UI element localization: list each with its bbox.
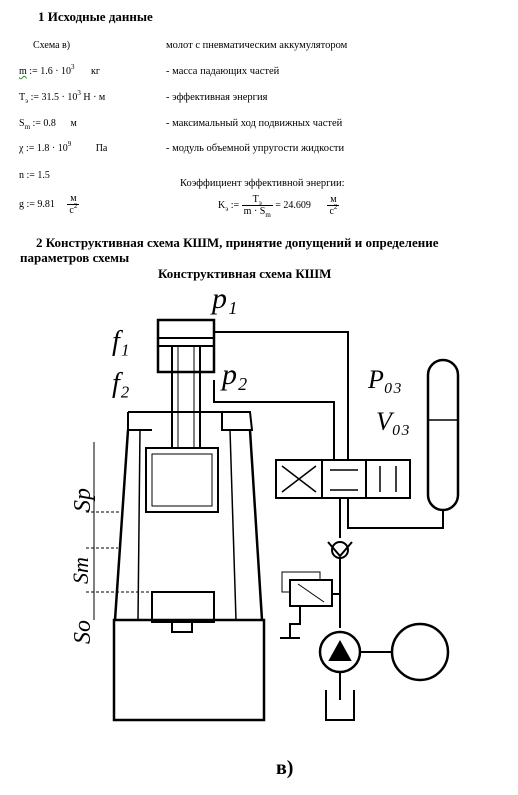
ram-inner [151, 453, 213, 507]
label-p03: P₀₃ [367, 365, 402, 394]
lower-die [151, 591, 215, 623]
anvil [112, 618, 266, 722]
label-sm: Sm [68, 557, 93, 584]
frame-inner-left [137, 429, 141, 621]
coef-result: = 24.609 [275, 199, 311, 211]
frame-top-left [127, 412, 152, 431]
motor [390, 622, 450, 682]
param-n-symbol: n [19, 170, 24, 181]
coef-unit: м c2 [327, 194, 340, 217]
param-stroke: Sm := 0.8 м [19, 118, 77, 131]
param-modulus-eq: := 1.8 · 10 [25, 143, 68, 154]
param-energy-eq: := 31.5 · 10 [30, 92, 78, 103]
param-gravity-unit-den-exp: 2 [73, 202, 78, 210]
coef-fraction: Tэ m · Sm [241, 194, 273, 219]
param-mass-desc: - масса падающих частей [166, 66, 280, 77]
param-mass-eq: := 1.6 · 10 [29, 66, 72, 77]
param-n-eq: := 1.5 [26, 170, 50, 181]
param-gravity-unit: м c2 [67, 193, 80, 216]
pump-tank [325, 672, 355, 721]
param-energy-sub: э [25, 97, 29, 105]
die-notch [171, 622, 193, 633]
figure-title: Конструктивная схема КШМ [158, 266, 332, 281]
param-mass: m := 1.6 · 103 кг [19, 63, 100, 77]
param-stroke-eq: := 0.8 [32, 118, 56, 129]
label-v03: V₀₃ [376, 407, 410, 436]
param-modulus: χ := 1.8 · 109 Па [19, 140, 108, 154]
param-gravity-unit-den: c [69, 205, 74, 216]
pump-arrow [328, 639, 352, 661]
pipe-p1 [214, 331, 349, 460]
pipe-p2 [213, 380, 335, 460]
param-stroke-symbol: S [19, 118, 25, 129]
coef-num: T [252, 194, 259, 205]
scheme-description: молот с пневматическим аккумулятором [166, 40, 348, 51]
frame-top [128, 411, 254, 431]
param-modulus-exp: 9 [67, 140, 72, 148]
relief-tank [280, 606, 301, 639]
label-f1: f₁ [112, 326, 130, 357]
param-stroke-desc: - максимальный ход подвижных частей [166, 118, 343, 129]
label-s0: So [70, 620, 96, 644]
param-energy-unit: Н · м [83, 92, 106, 103]
param-gravity-unit-num: м [67, 193, 80, 205]
param-gravity: g := 9.81 м c2 [19, 193, 80, 216]
figure-caption: в) [276, 757, 293, 779]
param-mass-symbol: m [19, 66, 27, 77]
label-sp: Sp [70, 488, 96, 512]
param-gravity-eq: := 9.81 [26, 198, 55, 210]
coef-num-sub: э [258, 199, 262, 207]
kshm-diagram: p₁ p₂ f₁ f₂ P₀₃ V₀₃ Sp Sm So в) [68, 282, 460, 779]
pipe-accumulator [347, 498, 444, 529]
coef-unit-den: c [329, 206, 334, 217]
label-f2: f₂ [112, 368, 130, 399]
valve-cross-b [281, 465, 317, 493]
param-energy-symbol: T [19, 92, 26, 103]
coef-formula: Kэ := Tэ m · Sm = 24.609 м c2 [218, 194, 340, 219]
relief-pilot [281, 571, 321, 593]
param-stroke-sub: m [24, 123, 31, 131]
param-energy: Tэ := 31.5 · 103 Н · м [19, 89, 106, 105]
param-energy-exp: 3 [77, 89, 81, 97]
ram [145, 447, 219, 513]
section1-title: 1 Исходные данные [38, 9, 153, 24]
frame-right-side [248, 429, 264, 621]
coef-lhs-sub: э [225, 204, 229, 213]
param-stroke-unit: м [70, 118, 77, 129]
section2-title-line1: 2 Конструктивная схема КШМ, принятие доп… [36, 235, 439, 250]
coef-den: m · S [243, 206, 266, 217]
param-modulus-desc: - модуль объемной упругости жидкости [166, 143, 345, 154]
scheme-label: Схема в) [33, 40, 71, 51]
coef-unit-num: м [327, 194, 340, 206]
coef-lhs: K [218, 199, 226, 211]
param-gravity-symbol: g [19, 198, 24, 210]
label-p2: p₂ [220, 358, 247, 391]
param-modulus-symbol: χ [19, 143, 24, 154]
accumulator [426, 358, 460, 512]
label-p1: p₁ [210, 282, 237, 315]
coef-assign: := [230, 199, 240, 211]
param-mass-unit: кг [91, 66, 100, 77]
frame-left-side [113, 429, 130, 621]
frame-inner-right [229, 429, 237, 621]
param-mass-exp: 3 [71, 63, 75, 71]
section2-title-line2: параметров схемы [20, 250, 130, 265]
coef-title: Коэффициент эффективной энергии: [180, 178, 345, 189]
param-n: n := 1.5 [19, 170, 50, 181]
check-valve-seat [327, 541, 353, 558]
relief-valve-arrow [297, 583, 325, 603]
coef-unit-den-exp: 2 [333, 203, 338, 211]
valve-block [275, 459, 411, 499]
param-energy-desc: - эффективная энергия [166, 92, 268, 103]
param-modulus-unit: Па [95, 143, 108, 154]
coef-den-sub: m [265, 211, 271, 219]
